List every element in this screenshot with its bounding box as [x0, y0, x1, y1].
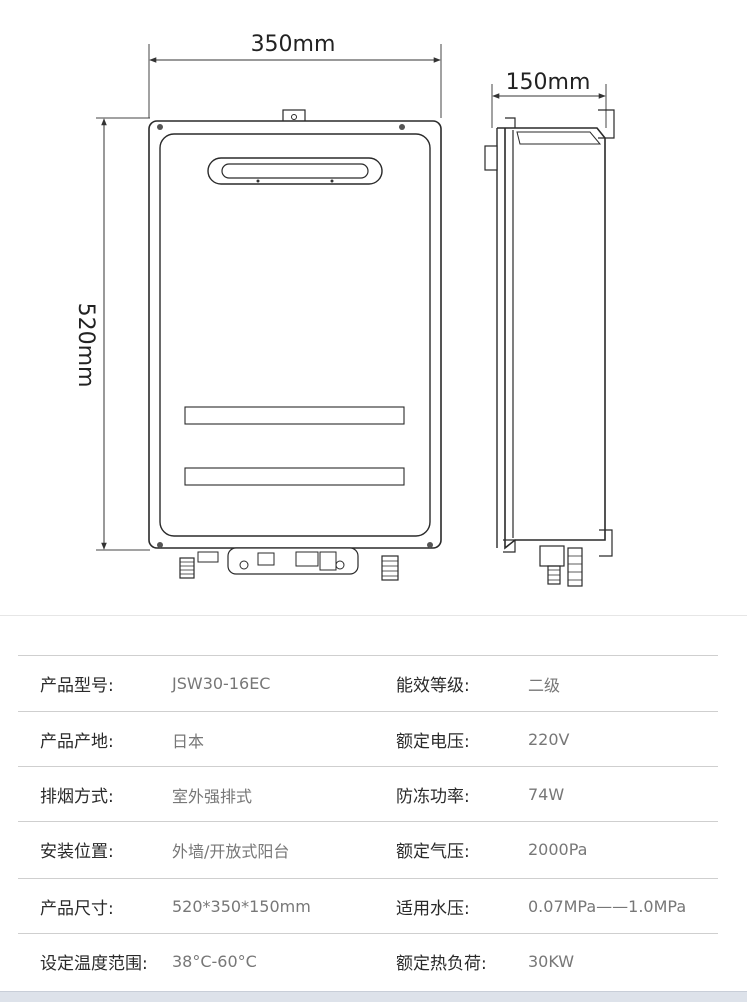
spec-value: 520*350*150mm [172, 897, 311, 916]
section-divider [0, 615, 747, 616]
depth-label: 150mm [506, 70, 591, 95]
spec-value: 220V [528, 730, 570, 749]
spec-value: JSW30-16EC [172, 674, 271, 693]
spec-label: 能效等级: [396, 676, 470, 696]
spec-label: 产品尺寸: [40, 899, 114, 919]
spec-label: 产品产地: [40, 732, 114, 752]
spec-row: 产品产地: 日本 额定电压: 220V [18, 711, 718, 767]
spec-row: 排烟方式: 室外强排式 防冻功率: 74W [18, 766, 718, 822]
bottom-bar [0, 991, 747, 1002]
height-dimension: 520mm [73, 117, 150, 551]
spec-value: 0.07MPa——1.0MPa [528, 897, 687, 916]
spec-table: 产品型号: JSW30-16EC 能效等级: 二级 产品产地: 日本 额定电压:… [0, 615, 747, 1002]
side-view [484, 109, 615, 587]
spec-value: 日本 [172, 731, 205, 751]
spec-label: 安装位置: [40, 842, 114, 862]
spec-label: 设定温度范围: [40, 954, 148, 974]
spec-value: 外墙/开放式阳台 [172, 841, 290, 861]
spec-row: 设定温度范围: 38°C-60°C 额定热负荷: 30KW [18, 933, 718, 989]
spec-label: 额定电压: [396, 732, 470, 752]
width-dimension: 350mm [148, 32, 442, 118]
spec-label: 产品型号: [40, 676, 114, 696]
spec-value: 74W [528, 785, 565, 804]
spec-value: 二级 [528, 675, 561, 695]
spec-value: 38°C-60°C [172, 952, 257, 971]
spec-label: 适用水压: [396, 899, 470, 919]
product-dimension-diagram: 350mm 150mm 520mm [73, 32, 615, 587]
spec-label: 额定热负荷: [396, 954, 487, 974]
spec-row: 产品尺寸: 520*350*150mm 适用水压: 0.07MPa——1.0MP… [18, 878, 718, 934]
depth-dimension: 150mm [491, 70, 607, 128]
spec-row: 产品型号: JSW30-16EC 能效等级: 二级 [18, 655, 718, 711]
spec-value: 30KW [528, 952, 575, 971]
spec-row: 安装位置: 外墙/开放式阳台 额定气压: 2000Pa [18, 821, 718, 877]
spec-value: 2000Pa [528, 840, 588, 859]
spec-label: 额定气压: [396, 842, 470, 862]
spec-label: 防冻功率: [396, 787, 470, 807]
front-view [148, 109, 442, 581]
spec-label: 排烟方式: [40, 787, 114, 807]
height-label: 520mm [73, 303, 98, 388]
width-label: 350mm [251, 32, 336, 57]
spec-value: 室外强排式 [172, 786, 253, 806]
